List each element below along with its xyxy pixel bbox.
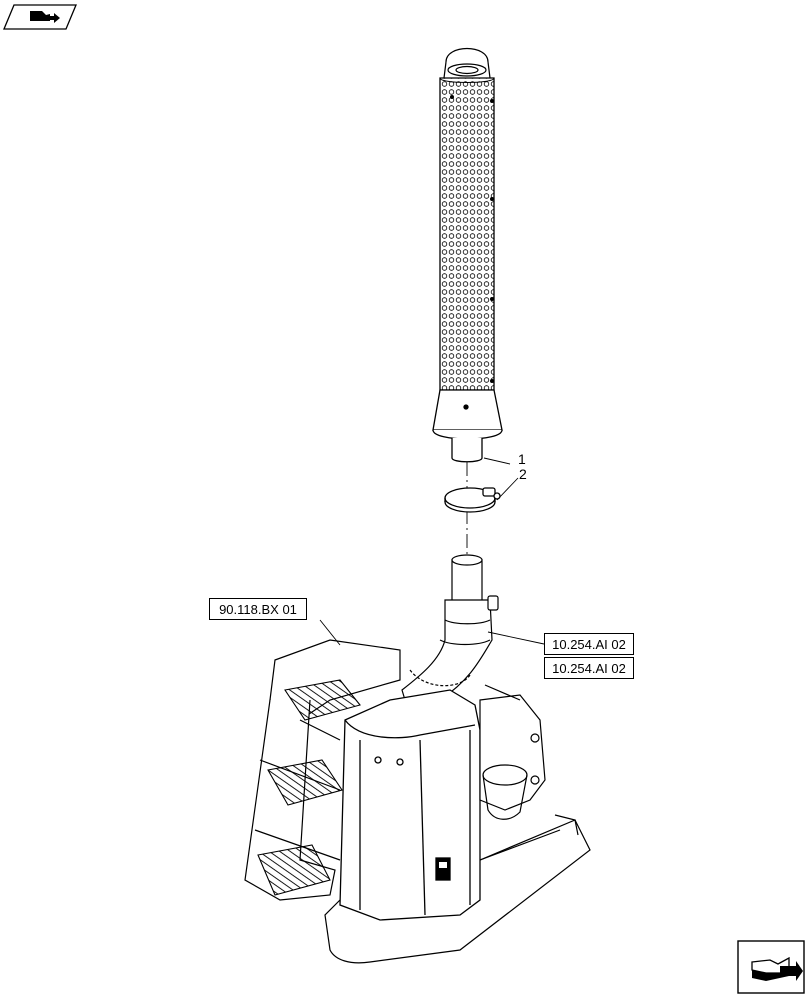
page-layout-icon[interactable] xyxy=(3,4,77,30)
next-page-arrow-icon[interactable] xyxy=(737,940,805,994)
stack-cap xyxy=(443,48,491,79)
reference-box-90118[interactable]: 90.118.BX 01 xyxy=(209,598,307,620)
reference-box-10254-b[interactable]: 10.254.AI 02 xyxy=(544,657,634,679)
step-tread-bottom xyxy=(257,844,331,896)
callout-1: 1 xyxy=(518,451,526,467)
perforated-exhaust-tube xyxy=(439,77,495,391)
reference-box-10254-a[interactable]: 10.254.AI 02 xyxy=(544,633,634,655)
step-tread-middle xyxy=(267,759,343,806)
callout-2: 2 xyxy=(519,466,527,482)
muffler-mount-bracket xyxy=(479,684,546,820)
step-tread-top xyxy=(284,679,361,721)
muffler-housing xyxy=(339,689,481,921)
tube-reducer-cone xyxy=(432,389,503,463)
reference-leaders xyxy=(319,619,545,646)
hose-clamp xyxy=(444,487,501,513)
exhaust-elbow-pipe xyxy=(401,554,499,701)
